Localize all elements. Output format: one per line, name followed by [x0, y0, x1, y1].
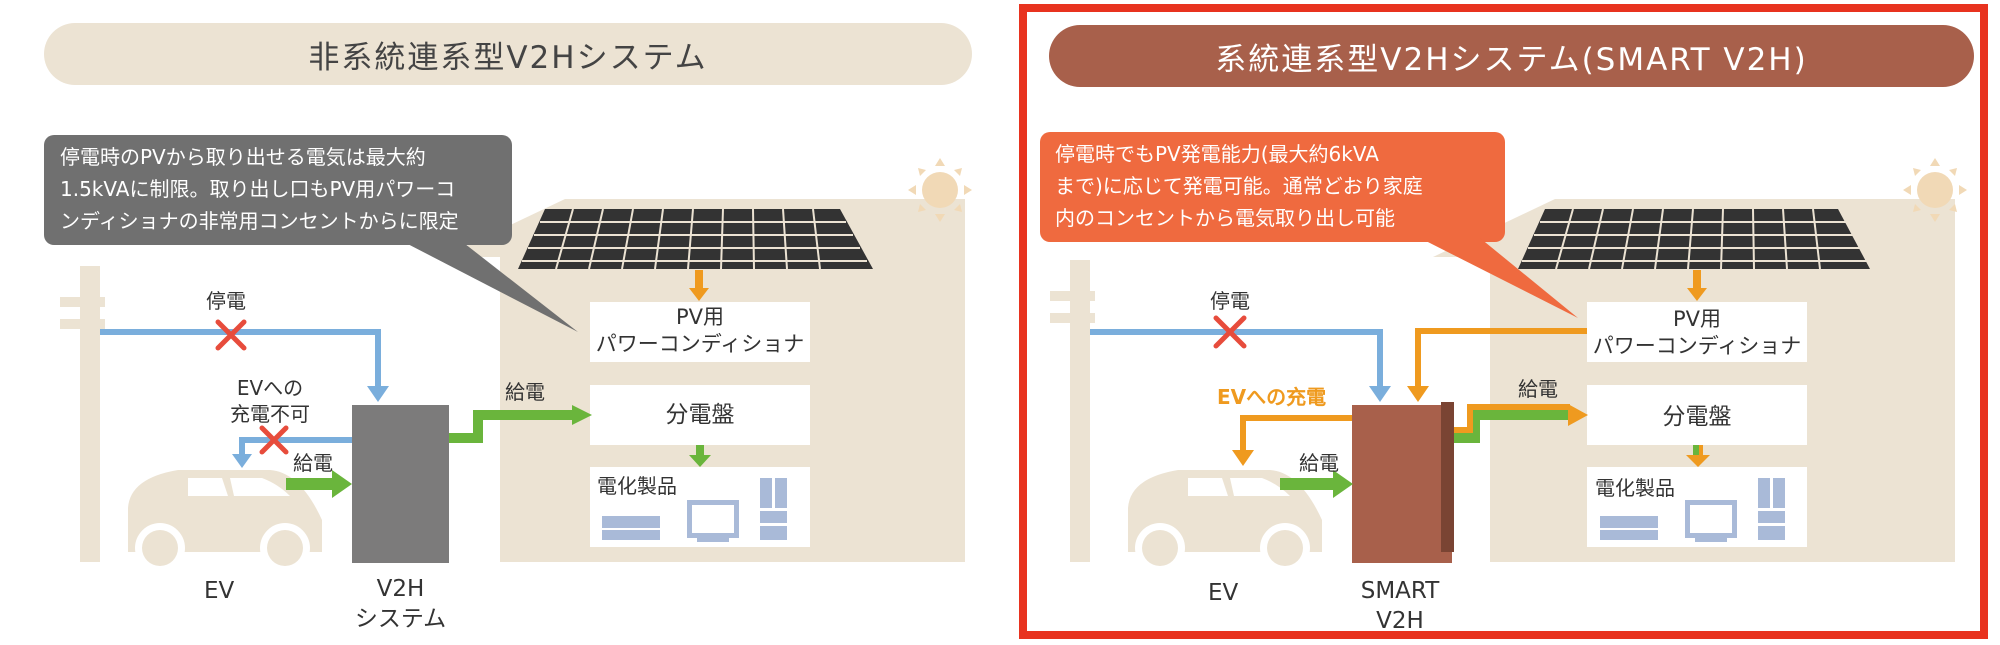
right-diagram-svg-2 — [1040, 132, 1967, 573]
appliance-icons — [602, 478, 787, 542]
right-title: 系統連系型V2Hシステム(SMART V2H) — [1049, 25, 1974, 87]
house-supply-label: 給電 — [1518, 377, 1558, 401]
pv-conditioner-label: PV用 パワーコンディショナ — [595, 305, 805, 356]
callout-pointer — [400, 240, 578, 332]
pv-arrow — [1687, 270, 1707, 301]
no-charge-x-mark — [259, 425, 289, 455]
outage-label: 停電 — [1210, 289, 1250, 313]
ev-charge-label: EVへの充電 — [1217, 385, 1327, 409]
ev-charge-line-blocked — [239, 437, 352, 456]
outage-x-mark — [1213, 315, 1247, 349]
non-grid-tie-panel: 非系統連系型V2Hシステム 停電時のPVから取り出せる電気は最大約 1.5kVA… — [44, 23, 972, 632]
pole-crossbar — [1050, 313, 1095, 323]
pole-crossbar — [60, 319, 105, 329]
appliance-icons — [1600, 478, 1785, 542]
pole-crossbar — [60, 297, 105, 307]
pv-to-v2h-line — [1415, 328, 1587, 388]
solar-panel-icon — [518, 208, 873, 270]
ev-label: EV — [204, 578, 235, 604]
ev-supply-label: 給電 — [293, 451, 333, 475]
pv-conditioner-box — [590, 302, 810, 362]
right-callout-text: 停電時でもPV発電能力(最大約6kVA まで)に応じて発電可能。通常どおり家庭 … — [1055, 142, 1423, 230]
left-callout-text: 停電時のPVから取り出せる電気は最大約 1.5kVAに制限。取り出し口もPV用パ… — [60, 145, 459, 233]
callout-box — [44, 135, 512, 245]
utility-pole — [1070, 260, 1090, 562]
callout-pointer — [1420, 238, 1578, 318]
distribution-board-label: 分電盤 — [1662, 404, 1732, 430]
house-supply-label: 給電 — [505, 380, 545, 404]
outage-x-mark — [215, 319, 247, 351]
distribution-board-box — [1587, 385, 1807, 445]
pole-crossbar — [1050, 291, 1095, 301]
pv-conditioner-box — [1587, 302, 1807, 362]
grid-power-line — [1090, 329, 1383, 388]
solar-panel-icon — [1518, 208, 1870, 270]
appliances-label: 電化製品 — [1595, 476, 1675, 500]
distribution-board-box — [590, 385, 810, 445]
outage-label: 停電 — [206, 289, 246, 313]
ev-car-icon — [1128, 470, 1322, 573]
pv-arrow — [689, 270, 709, 301]
ev-label: EV — [1208, 580, 1239, 606]
v2h-device-label: V2H システム — [354, 576, 447, 632]
ev-supply-arrow — [286, 470, 352, 498]
sun-icon — [908, 158, 972, 222]
callout-box — [1040, 132, 1505, 242]
ev-supply-arrow — [1280, 470, 1353, 498]
ev-charge-line — [1240, 415, 1352, 452]
house-supply-arrow — [449, 405, 592, 443]
smart-v2h-label: SMART V2H — [1360, 578, 1440, 634]
pv-conditioner-label: PV用 パワーコンディショナ — [1592, 307, 1802, 358]
appliances-label: 電化製品 — [597, 474, 677, 498]
house-supply-arrow — [1454, 404, 1588, 443]
left-diagram-svg — [44, 135, 972, 573]
ev-supply-label: 給電 — [1299, 451, 1339, 475]
grid-tie-panel: 系統連系型V2Hシステム(SMART V2H) 停電時でもPV発電能力(最大約6… — [1019, 4, 1988, 639]
ev-no-charge-label: EVへの 充電不可 — [230, 376, 310, 426]
distribution-board-label: 分電盤 — [665, 402, 735, 428]
house-shape — [443, 199, 965, 562]
grid-power-line — [100, 329, 381, 388]
left-title: 非系統連系型V2Hシステム — [44, 23, 972, 85]
smart-v2h-device — [1352, 402, 1454, 563]
sun-icon — [1903, 158, 1967, 222]
board-to-appliance-arrow — [1686, 445, 1710, 467]
v2h-system-device — [352, 405, 449, 563]
ev-car-icon — [128, 470, 322, 573]
board-to-appliance-arrow — [689, 445, 711, 467]
utility-pole — [80, 266, 100, 562]
house-shape — [1433, 199, 1955, 562]
